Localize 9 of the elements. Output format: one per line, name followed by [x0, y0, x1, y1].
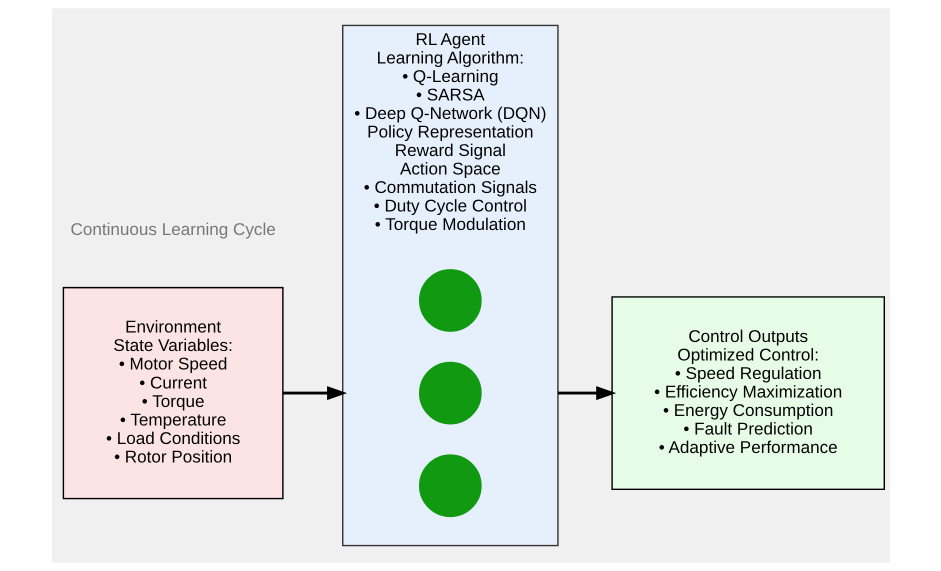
node-box: Environment State Variables: • Motor Speed • Current • Torque • Temperature • Load Conditions • Rotor Position: [62, 286, 284, 500]
node-circle: [418, 269, 482, 332]
node-circle: [418, 454, 482, 518]
arrow: [557, 386, 616, 400]
arrow: [282, 386, 347, 400]
label: Continuous Learning Cycle: [70, 220, 276, 240]
node-box: Control Outputs Optimized Control: • Speed Regulation • Efficiency Maximization • Energy Consumption • Fault Prediction • Adaptive Performance: [610, 296, 885, 490]
node-circle: [418, 362, 482, 424]
cluster: RL Agent Learning Algorithm: • Q-Learning • SARSA • Deep Q-Network (DQN) Policy Representation Reward Signal Action Space • Commutation Signals • Duty Cycle Control • Torque Modulation: [342, 24, 558, 546]
